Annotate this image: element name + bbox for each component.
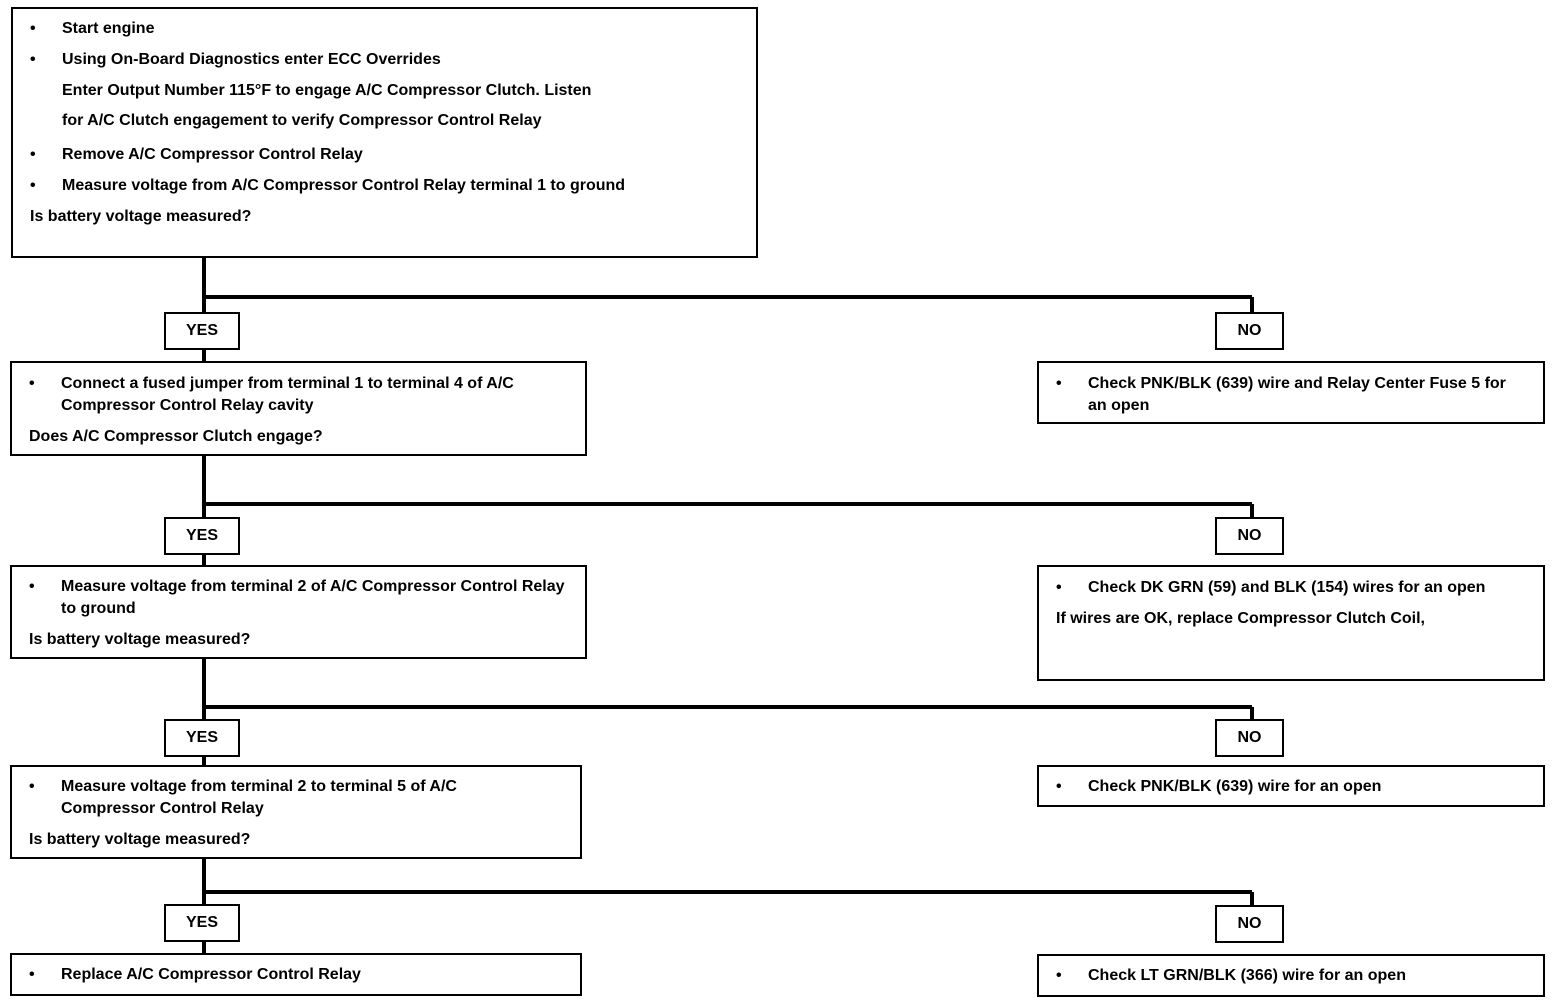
bullet-icon: • [1056, 967, 1062, 984]
step-text: Check DK GRN (59) and BLK (154) wires fo… [1088, 579, 1486, 596]
yes-label: YES [164, 719, 240, 757]
no-label: NO [1215, 905, 1284, 943]
step-note: If wires are OK, replace Compressor Clut… [1056, 610, 1425, 627]
step-continuation: for A/C Clutch engagement to verify Comp… [62, 112, 542, 129]
yes-label: YES [164, 312, 240, 350]
step-text: Connect a fused jumper from terminal 1 t… [61, 375, 514, 414]
step-text: Measure voltage from terminal 2 of A/C C… [61, 578, 565, 617]
decision-question: Is battery voltage measured? [29, 631, 251, 648]
terminal2-5-voltage-box: • Measure voltage from terminal 2 to ter… [10, 765, 582, 859]
bullet-icon: • [29, 375, 35, 392]
step-text: Check PNK/BLK (639) wire and Relay Cente… [1088, 375, 1506, 414]
decision-question: Is battery voltage measured? [29, 831, 251, 848]
step-item: • Measure voltage from terminal 2 of A/C… [12, 576, 581, 620]
check-lt-grn-blk-wire-box: • Check LT GRN/BLK (366) wire for an ope… [1037, 954, 1545, 997]
step-text: Check PNK/BLK (639) wire for an open [1088, 778, 1382, 795]
check-wires-box: • Check DK GRN (59) and BLK (154) wires … [1037, 565, 1545, 681]
decision-question: Does A/C Compressor Clutch engage? [29, 428, 323, 445]
check-pnk-blk-wire-box: • Check PNK/BLK (639) wire for an open [1037, 765, 1545, 807]
step-item: • Replace A/C Compressor Control Relay [12, 964, 580, 986]
no-label: NO [1215, 719, 1284, 757]
start-step-box: • Start engine • Using On-Board Diagnost… [11, 7, 758, 258]
yes-label: YES [164, 904, 240, 942]
step-item: • Check DK GRN (59) and BLK (154) wires … [1039, 577, 1528, 599]
step-item: • Check LT GRN/BLK (366) wire for an ope… [1039, 965, 1543, 987]
step-item: • Using On-Board Diagnostics enter ECC O… [13, 49, 756, 71]
bullet-icon: • [1056, 778, 1062, 795]
bullet-icon: • [30, 177, 36, 194]
step-text: Using On-Board Diagnostics enter ECC Ove… [62, 51, 441, 68]
yes-label: YES [164, 517, 240, 555]
bullet-icon: • [29, 778, 35, 795]
step-text: Check LT GRN/BLK (366) wire for an open [1088, 967, 1406, 984]
bullet-icon: • [1056, 579, 1062, 596]
bullet-icon: • [29, 578, 35, 595]
bullet-icon: • [30, 146, 36, 163]
decision-question: Is battery voltage measured? [30, 208, 252, 225]
step-item: • Start engine [13, 18, 756, 40]
no-label: NO [1215, 312, 1284, 350]
bullet-icon: • [30, 51, 36, 68]
no-label: NO [1215, 517, 1284, 555]
bullet-icon: • [30, 20, 36, 37]
step-text: Measure voltage from A/C Compressor Cont… [62, 177, 626, 194]
bullet-icon: • [29, 966, 35, 983]
step-continuation: Enter Output Number 115°F to engage A/C … [62, 82, 592, 99]
bullet-icon: • [1056, 375, 1062, 392]
step-text: Start engine [62, 20, 155, 37]
step-item: • Check PNK/BLK (639) wire and Relay Cen… [1039, 373, 1528, 417]
step-text: Measure voltage from terminal 2 to termi… [61, 778, 457, 817]
step-item: • Measure voltage from A/C Compressor Co… [13, 175, 702, 197]
step-text: Replace A/C Compressor Control Relay [61, 966, 361, 983]
step-item: • Check PNK/BLK (639) wire for an open [1039, 776, 1543, 798]
replace-relay-box: • Replace A/C Compressor Control Relay [10, 953, 582, 996]
step-item: • Remove A/C Compressor Control Relay [13, 144, 756, 166]
jumper-test-box: • Connect a fused jumper from terminal 1… [10, 361, 587, 456]
step-item: • Connect a fused jumper from terminal 1… [12, 373, 581, 417]
check-fuse-box: • Check PNK/BLK (639) wire and Relay Cen… [1037, 361, 1545, 424]
step-text: Remove A/C Compressor Control Relay [62, 146, 363, 163]
step-item: • Measure voltage from terminal 2 to ter… [12, 776, 551, 820]
terminal2-voltage-box: • Measure voltage from terminal 2 of A/C… [10, 565, 587, 659]
